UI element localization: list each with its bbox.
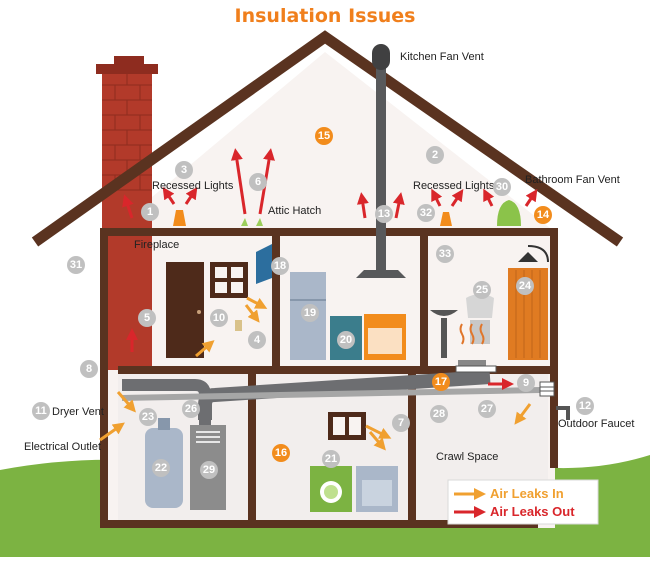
marker-3-circle xyxy=(175,161,193,179)
label-kitchen-fan-vent: Kitchen Fan Vent xyxy=(400,51,484,63)
marker-29-circle xyxy=(200,461,218,479)
marker-21: 21 xyxy=(325,453,337,465)
marker-20: 20 xyxy=(340,334,352,346)
marker-33: 33 xyxy=(439,248,451,260)
marker-26: 26 xyxy=(185,403,197,415)
kitchen-fan-vent-pipe xyxy=(376,68,386,270)
marker-7: 7 xyxy=(398,417,404,429)
sink xyxy=(441,318,447,358)
ceiling-beam xyxy=(100,228,558,236)
attic-space xyxy=(115,52,550,228)
marker-30: 30 xyxy=(496,181,508,193)
marker-17: 17 xyxy=(435,376,447,388)
marker-12: 12 xyxy=(579,400,591,412)
marker-21-circle xyxy=(322,450,340,468)
marker-24: 24 xyxy=(519,280,532,292)
legend: Air Leaks In Air Leaks Out xyxy=(447,479,599,525)
roof xyxy=(31,30,624,247)
marker-30-circle xyxy=(493,178,511,196)
label-attic-hatch: Attic Hatch xyxy=(268,205,321,217)
recessed-light-right xyxy=(440,212,452,226)
main-floor xyxy=(118,366,550,374)
marker-10: 10 xyxy=(213,312,225,324)
marker-18: 18 xyxy=(274,260,286,272)
marker-33-circle xyxy=(436,245,454,263)
marker-12-circle xyxy=(576,397,594,415)
label-recessed-lights-left: Recessed Lights xyxy=(152,180,234,192)
marker-8: 8 xyxy=(86,363,92,375)
marker-24-circle xyxy=(516,277,534,295)
marker-2-circle xyxy=(426,146,444,164)
marker-28: 28 xyxy=(433,408,445,420)
marker-29: 29 xyxy=(203,464,215,476)
marker-6-circle xyxy=(249,173,267,191)
label-bathroom-fan-vent: Bathroom Fan Vent xyxy=(525,174,620,186)
recessed-light-left xyxy=(173,210,186,226)
marker-1-circle xyxy=(141,203,159,221)
diagram-title: Insulation Issues xyxy=(235,5,416,27)
marker-23-circle xyxy=(139,408,157,426)
marker-15-circle xyxy=(315,127,333,145)
marker-10-circle xyxy=(210,309,228,327)
marker-6: 6 xyxy=(255,176,261,188)
marker-17-circle xyxy=(432,373,450,391)
marker-4-circle xyxy=(248,331,266,349)
marker-22-circle xyxy=(152,459,170,477)
marker-32: 32 xyxy=(420,207,432,219)
marker-14: 14 xyxy=(537,209,550,221)
marker-31-circle xyxy=(67,256,85,274)
marker-11-circle xyxy=(32,402,50,420)
marker-22: 22 xyxy=(155,462,167,474)
marker-13: 13 xyxy=(378,208,390,220)
label-dryer-vent: Dryer Vent xyxy=(52,406,104,418)
bathroom-fan xyxy=(497,200,521,226)
marker-5: 5 xyxy=(144,312,150,324)
legend-air-leaks-in: Air Leaks In xyxy=(490,486,564,501)
marker-27-circle xyxy=(478,400,496,418)
label-outdoor-faucet: Outdoor Faucet xyxy=(558,418,634,430)
marker-31: 31 xyxy=(70,259,82,271)
door xyxy=(166,262,204,358)
label-electrical-outlet: Electrical Outlet xyxy=(24,441,101,453)
marker-14-circle xyxy=(534,206,552,224)
marker-16-circle xyxy=(272,444,290,462)
toilet xyxy=(466,294,494,318)
marker-19: 19 xyxy=(304,307,316,319)
marker-13-circle xyxy=(375,205,393,223)
marker-5-circle xyxy=(138,309,156,327)
marker-20-circle xyxy=(337,331,355,349)
marker-25: 25 xyxy=(476,284,488,296)
label-crawl-space: Crawl Space xyxy=(436,451,498,463)
marker-15: 15 xyxy=(318,130,330,142)
marker-19-circle xyxy=(301,304,319,322)
legend-air-leaks-out: Air Leaks Out xyxy=(490,504,575,519)
dryer-vent-grille xyxy=(539,381,555,397)
label-fireplace: Fireplace xyxy=(134,239,179,251)
range-hood xyxy=(356,270,406,278)
marker-8-circle xyxy=(80,360,98,378)
marker-7-circle xyxy=(392,414,410,432)
wall-screen xyxy=(256,244,272,284)
marker-9: 9 xyxy=(523,377,529,389)
marker-27: 27 xyxy=(481,403,493,415)
marker-23: 23 xyxy=(142,411,154,423)
marker-16: 16 xyxy=(275,447,287,459)
marker-28-circle xyxy=(430,405,448,423)
marker-26-circle xyxy=(182,400,200,418)
marker-25-circle xyxy=(473,281,491,299)
marker-3: 3 xyxy=(181,164,187,176)
marker-4: 4 xyxy=(254,334,261,346)
marker-18-circle xyxy=(271,257,289,275)
marker-1: 1 xyxy=(147,206,153,218)
label-recessed-lights-right: Recessed Lights xyxy=(413,180,495,192)
marker-32-circle xyxy=(417,204,435,222)
marker-11: 11 xyxy=(35,405,47,417)
marker-2: 2 xyxy=(432,149,438,161)
marker-9-circle xyxy=(517,374,535,392)
